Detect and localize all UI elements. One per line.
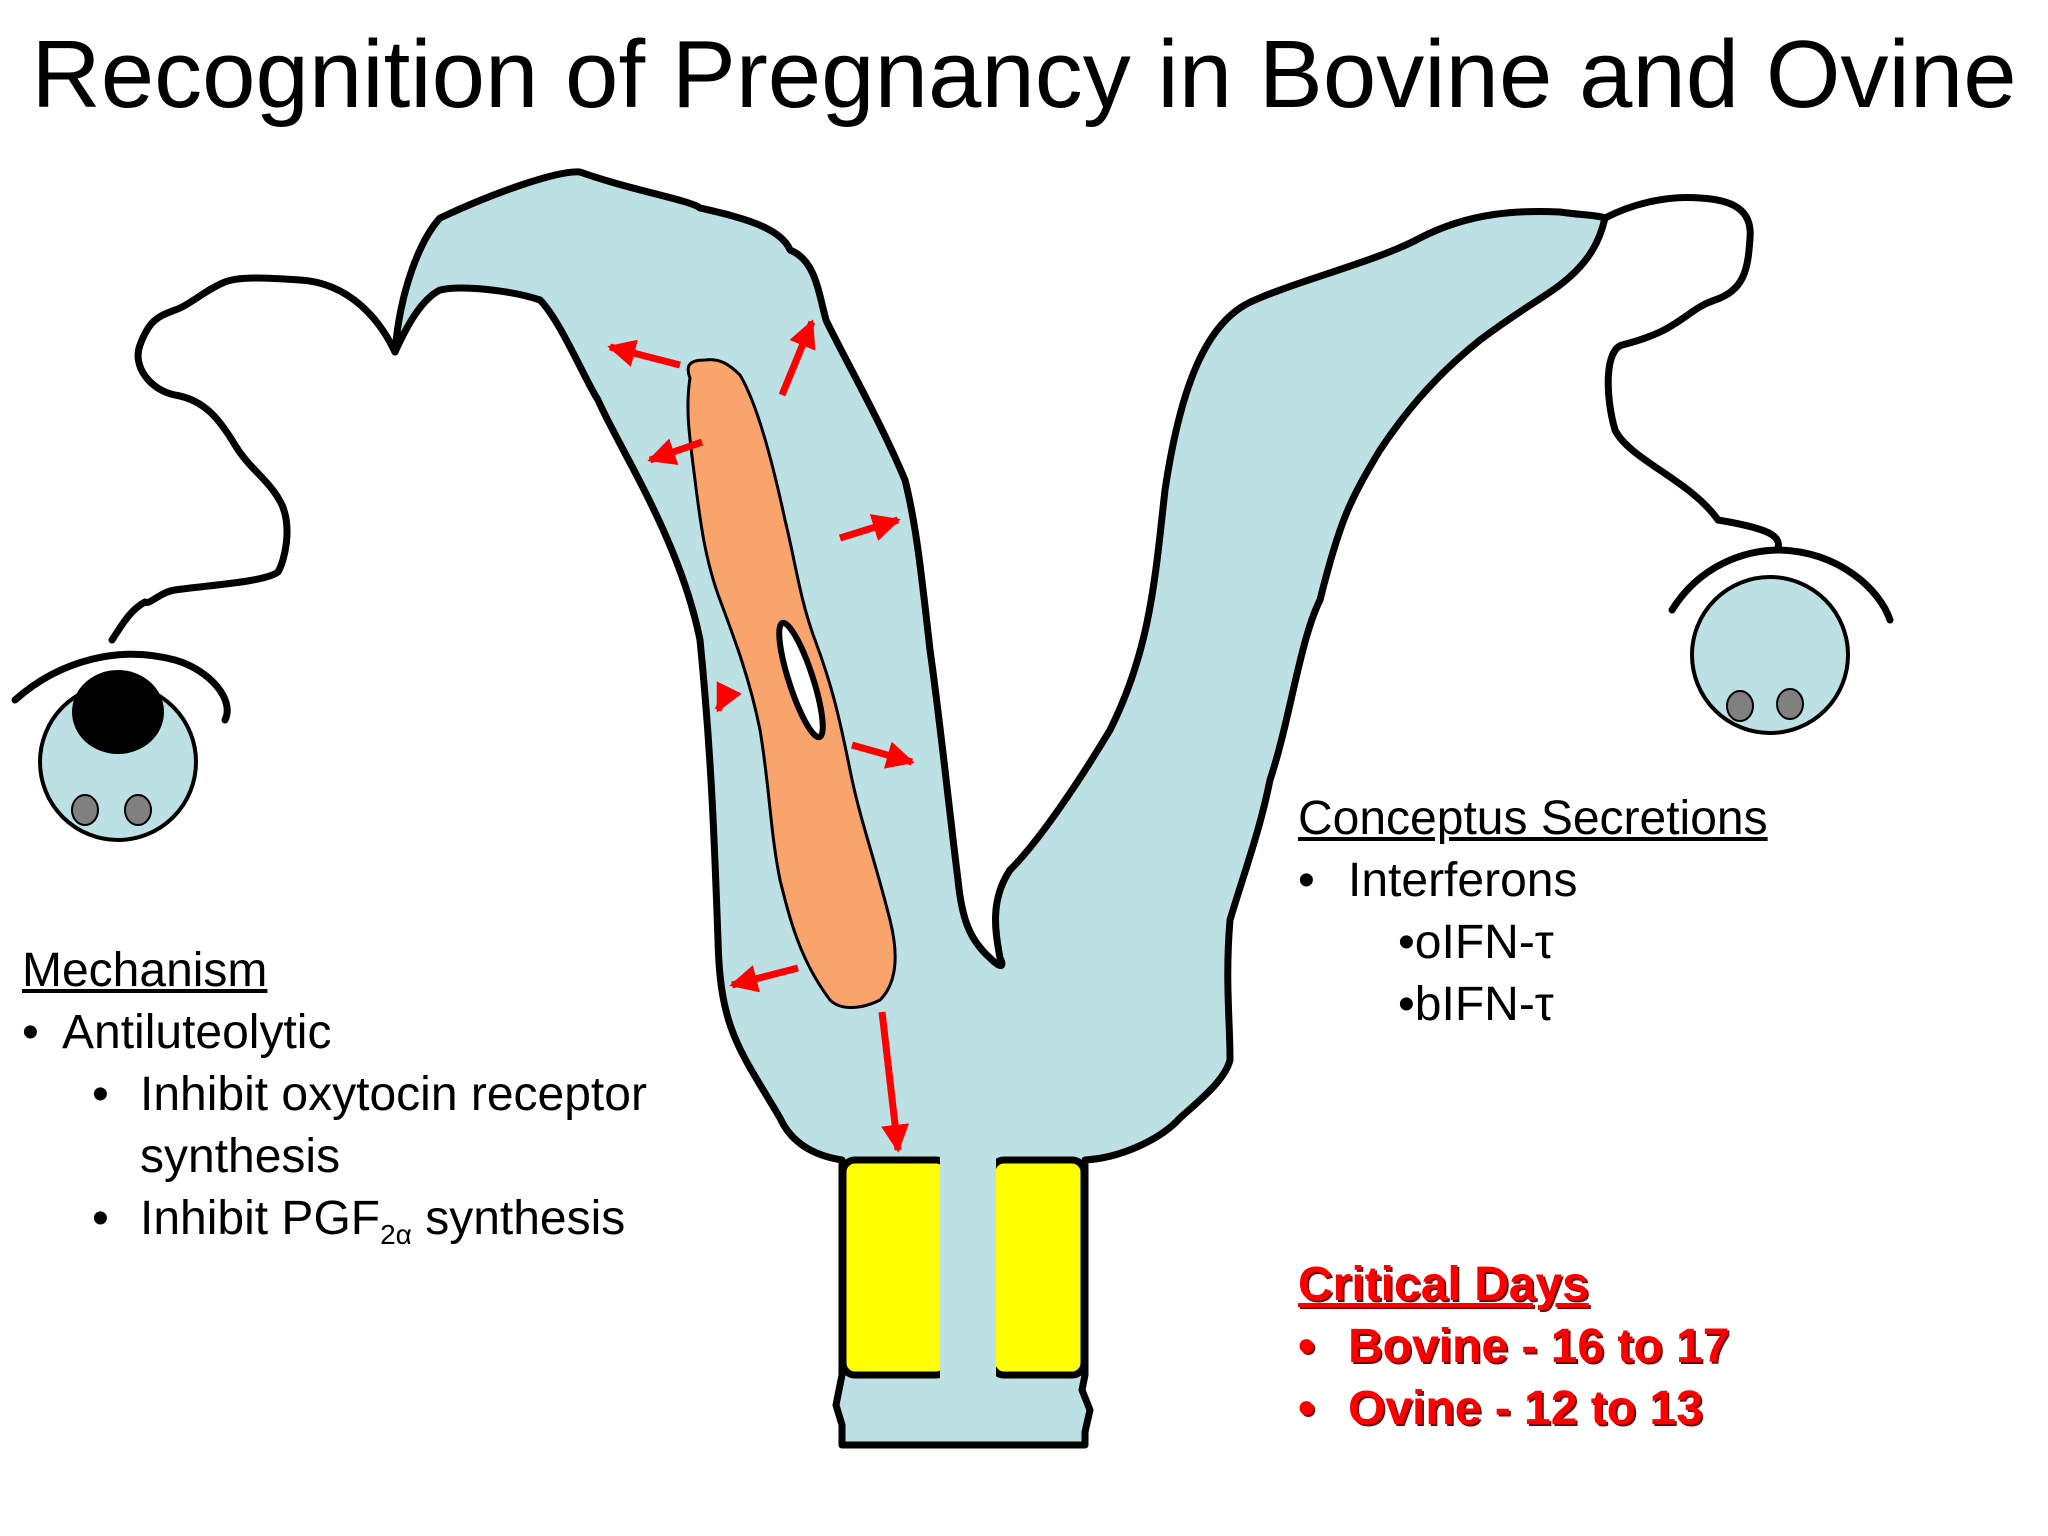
cervix-ring-right — [988, 1156, 1088, 1379]
conceptus-item-label: Interferons — [1348, 854, 1578, 907]
mechanism-item: • Antiluteolytic — [22, 1002, 742, 1064]
follicle — [1726, 690, 1754, 722]
bullet-dot: • — [1298, 1382, 1315, 1435]
critical-days-heading: Critical Days — [1298, 1258, 1589, 1311]
interferon-arrows — [607, 319, 915, 1153]
mechanism-subitem-label: Inhibit PGF2α synthesis — [140, 1192, 626, 1249]
critical-days-label: Ovine - 12 to 13 — [1348, 1382, 1703, 1435]
synthesis-label: synthesis — [411, 1192, 626, 1245]
follicle — [1776, 688, 1804, 720]
mechanism-subitem: • Inhibit PGF2α synthesis — [22, 1188, 742, 1250]
follicle — [71, 794, 99, 826]
arrow — [778, 319, 816, 397]
conceptus-subitem: •bIFN-τ — [1398, 978, 1554, 1031]
mechanism-subitem: • Inhibit oxytocin receptor synthesis — [22, 1064, 742, 1188]
right-oviduct — [1601, 193, 1782, 554]
mechanism-item-label: Antiluteolytic — [62, 1006, 332, 1059]
mechanism-panel: Mechanism • Antiluteolytic • Inhibit oxy… — [22, 940, 742, 1250]
conceptus-subitem: •oIFN-τ — [1398, 916, 1554, 969]
bullet-dot: • — [92, 1068, 109, 1121]
arrow — [714, 681, 742, 713]
conceptus-heading: Conceptus Secretions — [1298, 792, 1768, 845]
cervix-lumen — [940, 1156, 996, 1382]
corpus-luteum — [72, 670, 164, 754]
critical-days-panel: Critical Days • Bovine - 16 to 17 • Ovin… — [1298, 1254, 2018, 1440]
arrow — [729, 964, 799, 993]
embryonic-disc — [776, 619, 826, 741]
follicle — [124, 794, 152, 826]
pgf-label: Inhibit PGF — [140, 1192, 381, 1245]
arrow — [878, 1011, 910, 1153]
bullet-dot: • — [92, 1192, 109, 1245]
left-oviduct — [108, 274, 399, 644]
critical-days-item: • Bovine - 16 to 17 — [1298, 1316, 2018, 1378]
conceptus-item: • Interferons — [1298, 850, 2018, 912]
pgf-subscript: 2α — [380, 1219, 412, 1250]
arrow — [851, 741, 915, 769]
bullet-dot: • — [1298, 1320, 1315, 1373]
left-ovary — [11, 650, 231, 842]
left-infundibulum — [11, 650, 231, 724]
arrow — [647, 438, 704, 465]
bullet-dot: • — [22, 1006, 39, 1059]
mechanism-subitem-label: Inhibit oxytocin receptor synthesis — [140, 1068, 647, 1183]
slide-title: Recognition of Pregnancy in Bovine and O… — [31, 21, 2017, 128]
conceptus-panel: Conceptus Secretions • Interferons •oIFN… — [1298, 788, 2018, 1036]
right-infundibulum — [1668, 546, 1894, 624]
bullet-dot: • — [1298, 854, 1315, 907]
cervix-ring-left — [839, 1156, 952, 1379]
mechanism-heading: Mechanism — [22, 944, 268, 997]
arrow — [607, 339, 681, 369]
ovary-body — [1690, 575, 1850, 735]
right-ovary — [1668, 546, 1894, 735]
arrow — [838, 514, 901, 542]
critical-days-label: Bovine - 16 to 17 — [1348, 1320, 1730, 1373]
critical-days-item: • Ovine - 12 to 13 — [1298, 1378, 2018, 1440]
